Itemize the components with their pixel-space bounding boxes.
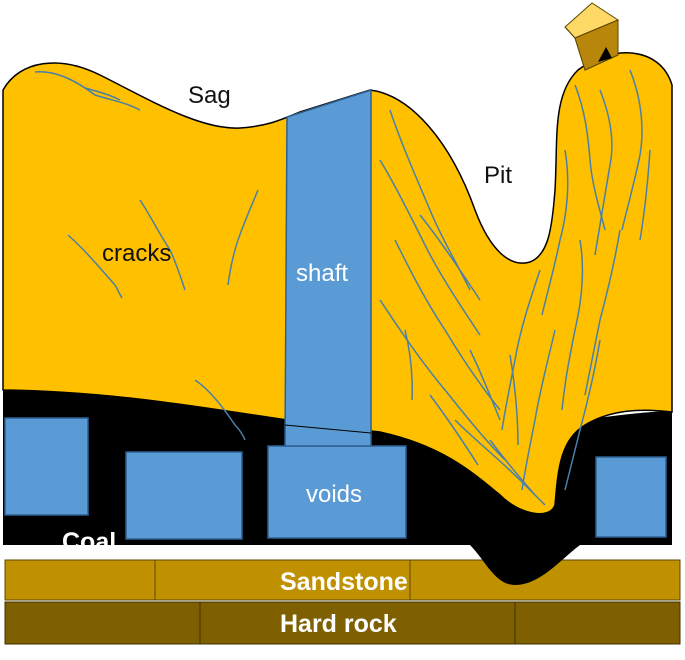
cracks	[34, 69, 651, 506]
shaft	[284, 88, 372, 447]
voids	[4, 417, 667, 540]
label-cracks: cracks	[102, 240, 172, 267]
sandstone-layer	[4, 559, 681, 601]
void-right	[595, 456, 667, 538]
label-voids: voids	[306, 481, 363, 508]
hard-rock-layer	[4, 601, 681, 645]
house-icon	[564, 2, 620, 71]
label-hard-rock: Hard rock	[280, 610, 397, 638]
label-coal: Coal	[62, 528, 117, 556]
label-pit: Pit	[484, 162, 513, 189]
void-left	[4, 417, 89, 516]
void-center-left	[125, 451, 243, 540]
label-shaft: shaft	[296, 260, 349, 287]
label-sandstone: Sandstone	[280, 568, 408, 596]
label-sag: Sag	[188, 82, 231, 109]
